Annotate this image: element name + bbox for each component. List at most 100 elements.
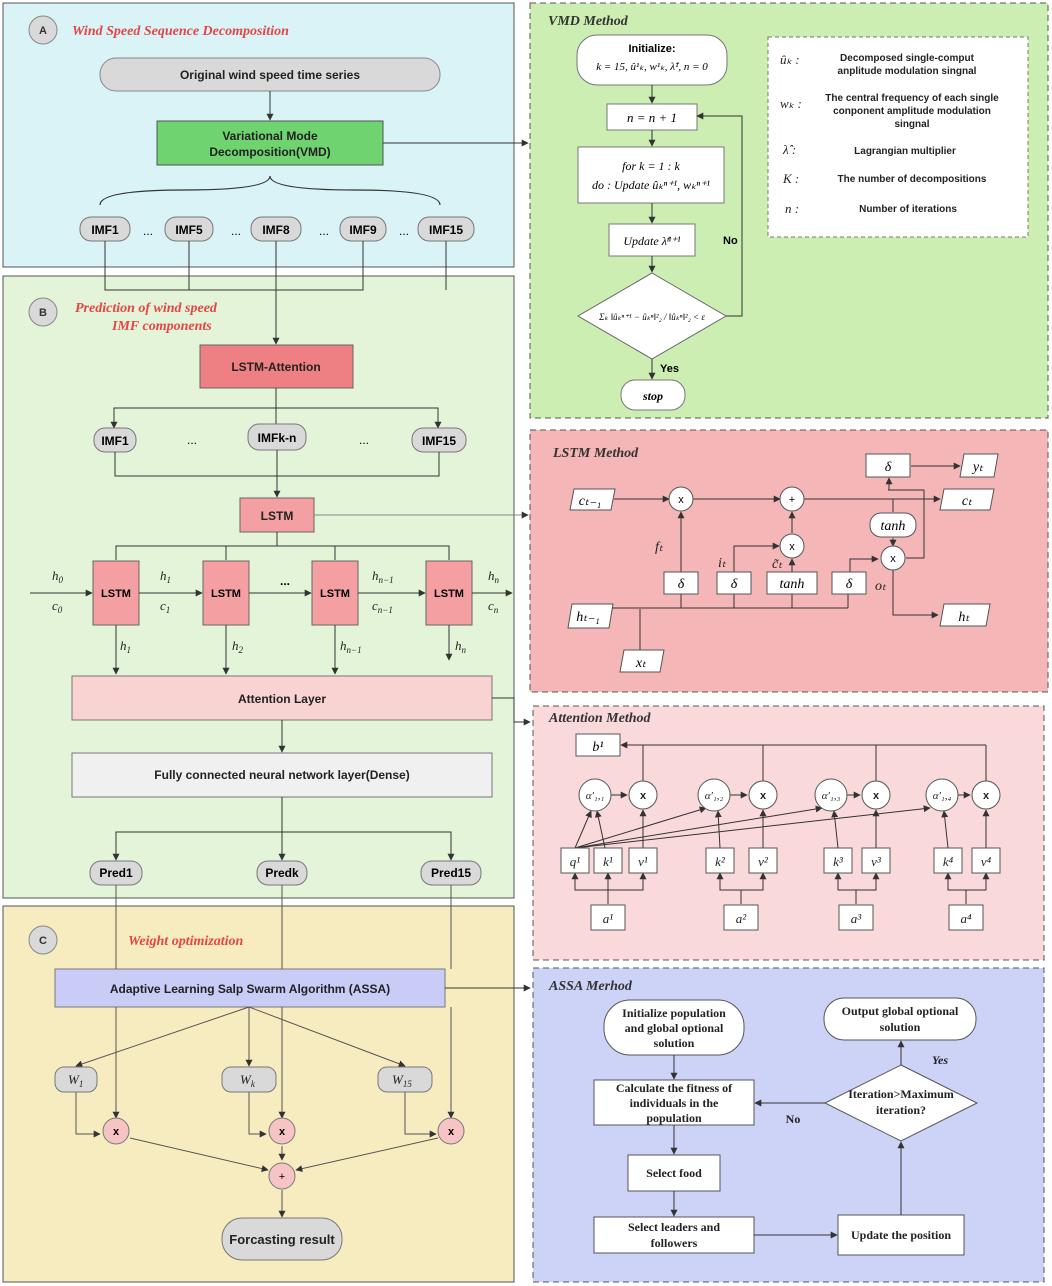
svg-text:Pred1: Pred1 — [99, 866, 133, 880]
svg-text:Update λ̂ⁿ⁺¹: Update λ̂ⁿ⁺¹ — [623, 234, 681, 248]
vmd-box — [156, 120, 384, 166]
svg-text:α′₁,₁: α′₁,₁ — [586, 790, 605, 802]
svg-text:x: x — [113, 1126, 120, 1138]
svg-text:hn: hn — [488, 568, 500, 585]
svg-text:Yes: Yes — [660, 363, 679, 375]
svg-text:IMF15: IMF15 — [422, 434, 456, 448]
svg-text:for k = 1 : k: for k = 1 : k — [622, 159, 680, 173]
svg-text:No: No — [786, 1112, 801, 1126]
svg-text:h1: h1 — [160, 568, 171, 585]
svg-text:do : Update ûₖⁿ⁺¹, wₖⁿ⁺¹: do : Update ûₖⁿ⁺¹, wₖⁿ⁺¹ — [592, 178, 710, 192]
svg-text:Lagrangian multiplier: Lagrangian multiplier — [854, 146, 956, 157]
svg-text:...: ... — [231, 224, 241, 238]
svg-text:Fully connected neural network: Fully connected neural network layer(Den… — [154, 768, 409, 782]
svg-text:x: x — [873, 790, 880, 802]
vmd-increment-box — [606, 103, 698, 131]
vmd-box-line1: Variational Mode — [222, 129, 318, 143]
svg-text:K :: K : — [782, 171, 799, 186]
svg-text:cn−1: cn−1 — [372, 598, 393, 615]
svg-text:hn: hn — [455, 638, 467, 655]
svg-text:+: + — [279, 1171, 285, 1183]
svg-text:Yes: Yes — [932, 1053, 948, 1067]
svg-text:...: ... — [399, 224, 409, 238]
svg-text:Decomposed single-comput: Decomposed single-comput — [840, 53, 975, 64]
imf-row-a: IMF1 ... IMF5 ... IMF8 ... IMF9 ... IMF1… — [79, 216, 475, 242]
svg-text:+: + — [789, 494, 795, 506]
svg-text:LSTM: LSTM — [261, 509, 294, 523]
svg-text:anplitude modulation singnal: anplitude modulation singnal — [838, 66, 977, 77]
vmd-legend — [767, 36, 1029, 238]
svg-text:...: ... — [280, 574, 290, 588]
svg-text:IMF5: IMF5 — [175, 223, 203, 237]
svg-text:IMF9: IMF9 — [349, 223, 377, 237]
svg-text:x: x — [678, 494, 684, 506]
svg-text:hn−1: hn−1 — [340, 638, 362, 655]
imf-row-b: IMF1 ... IMFk-n ... IMF15 — [93, 423, 467, 453]
svg-text:Calculate the fitness of: Calculate the fitness of — [616, 1081, 733, 1095]
svg-text:cₜ₋₁: cₜ₋₁ — [579, 494, 602, 509]
weight-boxes: W1 Wk W15 — [54, 1066, 433, 1093]
svg-text:Wk: Wk — [240, 1072, 256, 1089]
svg-text:iteration?: iteration? — [876, 1103, 926, 1117]
svg-text:W1: W1 — [68, 1072, 83, 1089]
b1-box — [575, 733, 621, 757]
svg-text:xₜ: xₜ — [635, 656, 647, 671]
lstm-cell-nodes: cₜ₋₁ hₜ₋₁ xₜ cₜ hₜ yₜ δ x + x x δ δ tanh… — [567, 453, 999, 673]
svg-text:individuals in the: individuals in the — [630, 1096, 719, 1110]
panel-c-title: Weight optimization — [128, 934, 243, 949]
svg-text:v²: v² — [758, 854, 769, 869]
lstm-box — [239, 497, 315, 533]
svg-text:Forcasting result: Forcasting result — [229, 1232, 335, 1247]
svg-text:Update the position: Update the position — [851, 1228, 951, 1242]
svg-text:LSTM: LSTM — [211, 588, 241, 600]
svg-text:wₖ :: wₖ : — [780, 96, 802, 111]
svg-text:x: x — [640, 790, 647, 802]
svg-text:tanh: tanh — [780, 577, 805, 592]
svg-text:v³: v³ — [871, 854, 882, 869]
svg-text:...: ... — [359, 433, 369, 447]
vmd-box-line2: Decomposition(VMD) — [209, 145, 330, 159]
svg-text:IMF1: IMF1 — [91, 223, 119, 237]
svg-text:followers: followers — [651, 1236, 698, 1250]
svg-text:n = n + 1: n = n + 1 — [627, 110, 677, 125]
svg-text:IMF1: IMF1 — [101, 434, 129, 448]
svg-text:conponent amplitude modulation: conponent amplitude modulation — [833, 106, 991, 117]
svg-text:C: C — [39, 935, 47, 947]
imf-merge-lines — [104, 241, 447, 345]
svg-text:Number of iterations: Number of iterations — [859, 204, 957, 215]
svg-text:Select food: Select food — [646, 1166, 702, 1180]
svg-text:...: ... — [143, 224, 153, 238]
attention-method-title: Attention Method — [548, 711, 652, 726]
svg-text:c1: c1 — [160, 598, 170, 615]
svg-text:k¹: k¹ — [603, 854, 613, 869]
svg-text:and global optional: and global optional — [625, 1021, 724, 1035]
svg-text:Pred15: Pred15 — [431, 866, 471, 880]
svg-text:IMF8: IMF8 — [262, 223, 290, 237]
svg-text:The central frequency of each: The central frequency of each single — [825, 93, 999, 104]
panel-b-title-1: Prediction of wind speed — [75, 301, 218, 316]
svg-text:α′₁,₂: α′₁,₂ — [705, 790, 724, 802]
svg-text:hn−1: hn−1 — [372, 568, 394, 585]
svg-text:LSTM: LSTM — [434, 588, 464, 600]
svg-text:Attention Layer: Attention Layer — [238, 692, 326, 706]
assa-flowchart: Initialize population and global optiona… — [593, 997, 979, 1256]
vmd-legend-items: ûₖ : Decomposed single-comput anplitude … — [780, 52, 999, 216]
svg-text:δ: δ — [846, 577, 853, 592]
svg-text:a⁴: a⁴ — [960, 911, 972, 926]
vmd-title: VMD Method — [548, 14, 629, 29]
original-series-label: Original wind speed time series — [180, 68, 360, 82]
svg-text:x: x — [279, 1126, 286, 1138]
svg-text:a²: a² — [736, 911, 748, 926]
svg-text:x: x — [789, 541, 795, 553]
svg-text:b¹: b¹ — [592, 740, 603, 755]
svg-text:iₜ: iₜ — [718, 556, 727, 571]
svg-text:stop: stop — [642, 389, 663, 403]
svg-text:k = 15, û¹ₖ, w¹ₖ, λ̂¹, n = 0: k = 15, û¹ₖ, w¹ₖ, λ̂¹, n = 0 — [596, 61, 708, 73]
svg-text:No: No — [723, 235, 738, 247]
svg-text:x: x — [760, 790, 767, 802]
svg-text:LSTM: LSTM — [320, 588, 350, 600]
panel-b-title-2: IMF components — [111, 319, 212, 334]
svg-text:c̃ₜ: c̃ₜ — [772, 557, 783, 572]
svg-text:hₜ: hₜ — [958, 610, 970, 625]
svg-text:x: x — [890, 553, 896, 565]
